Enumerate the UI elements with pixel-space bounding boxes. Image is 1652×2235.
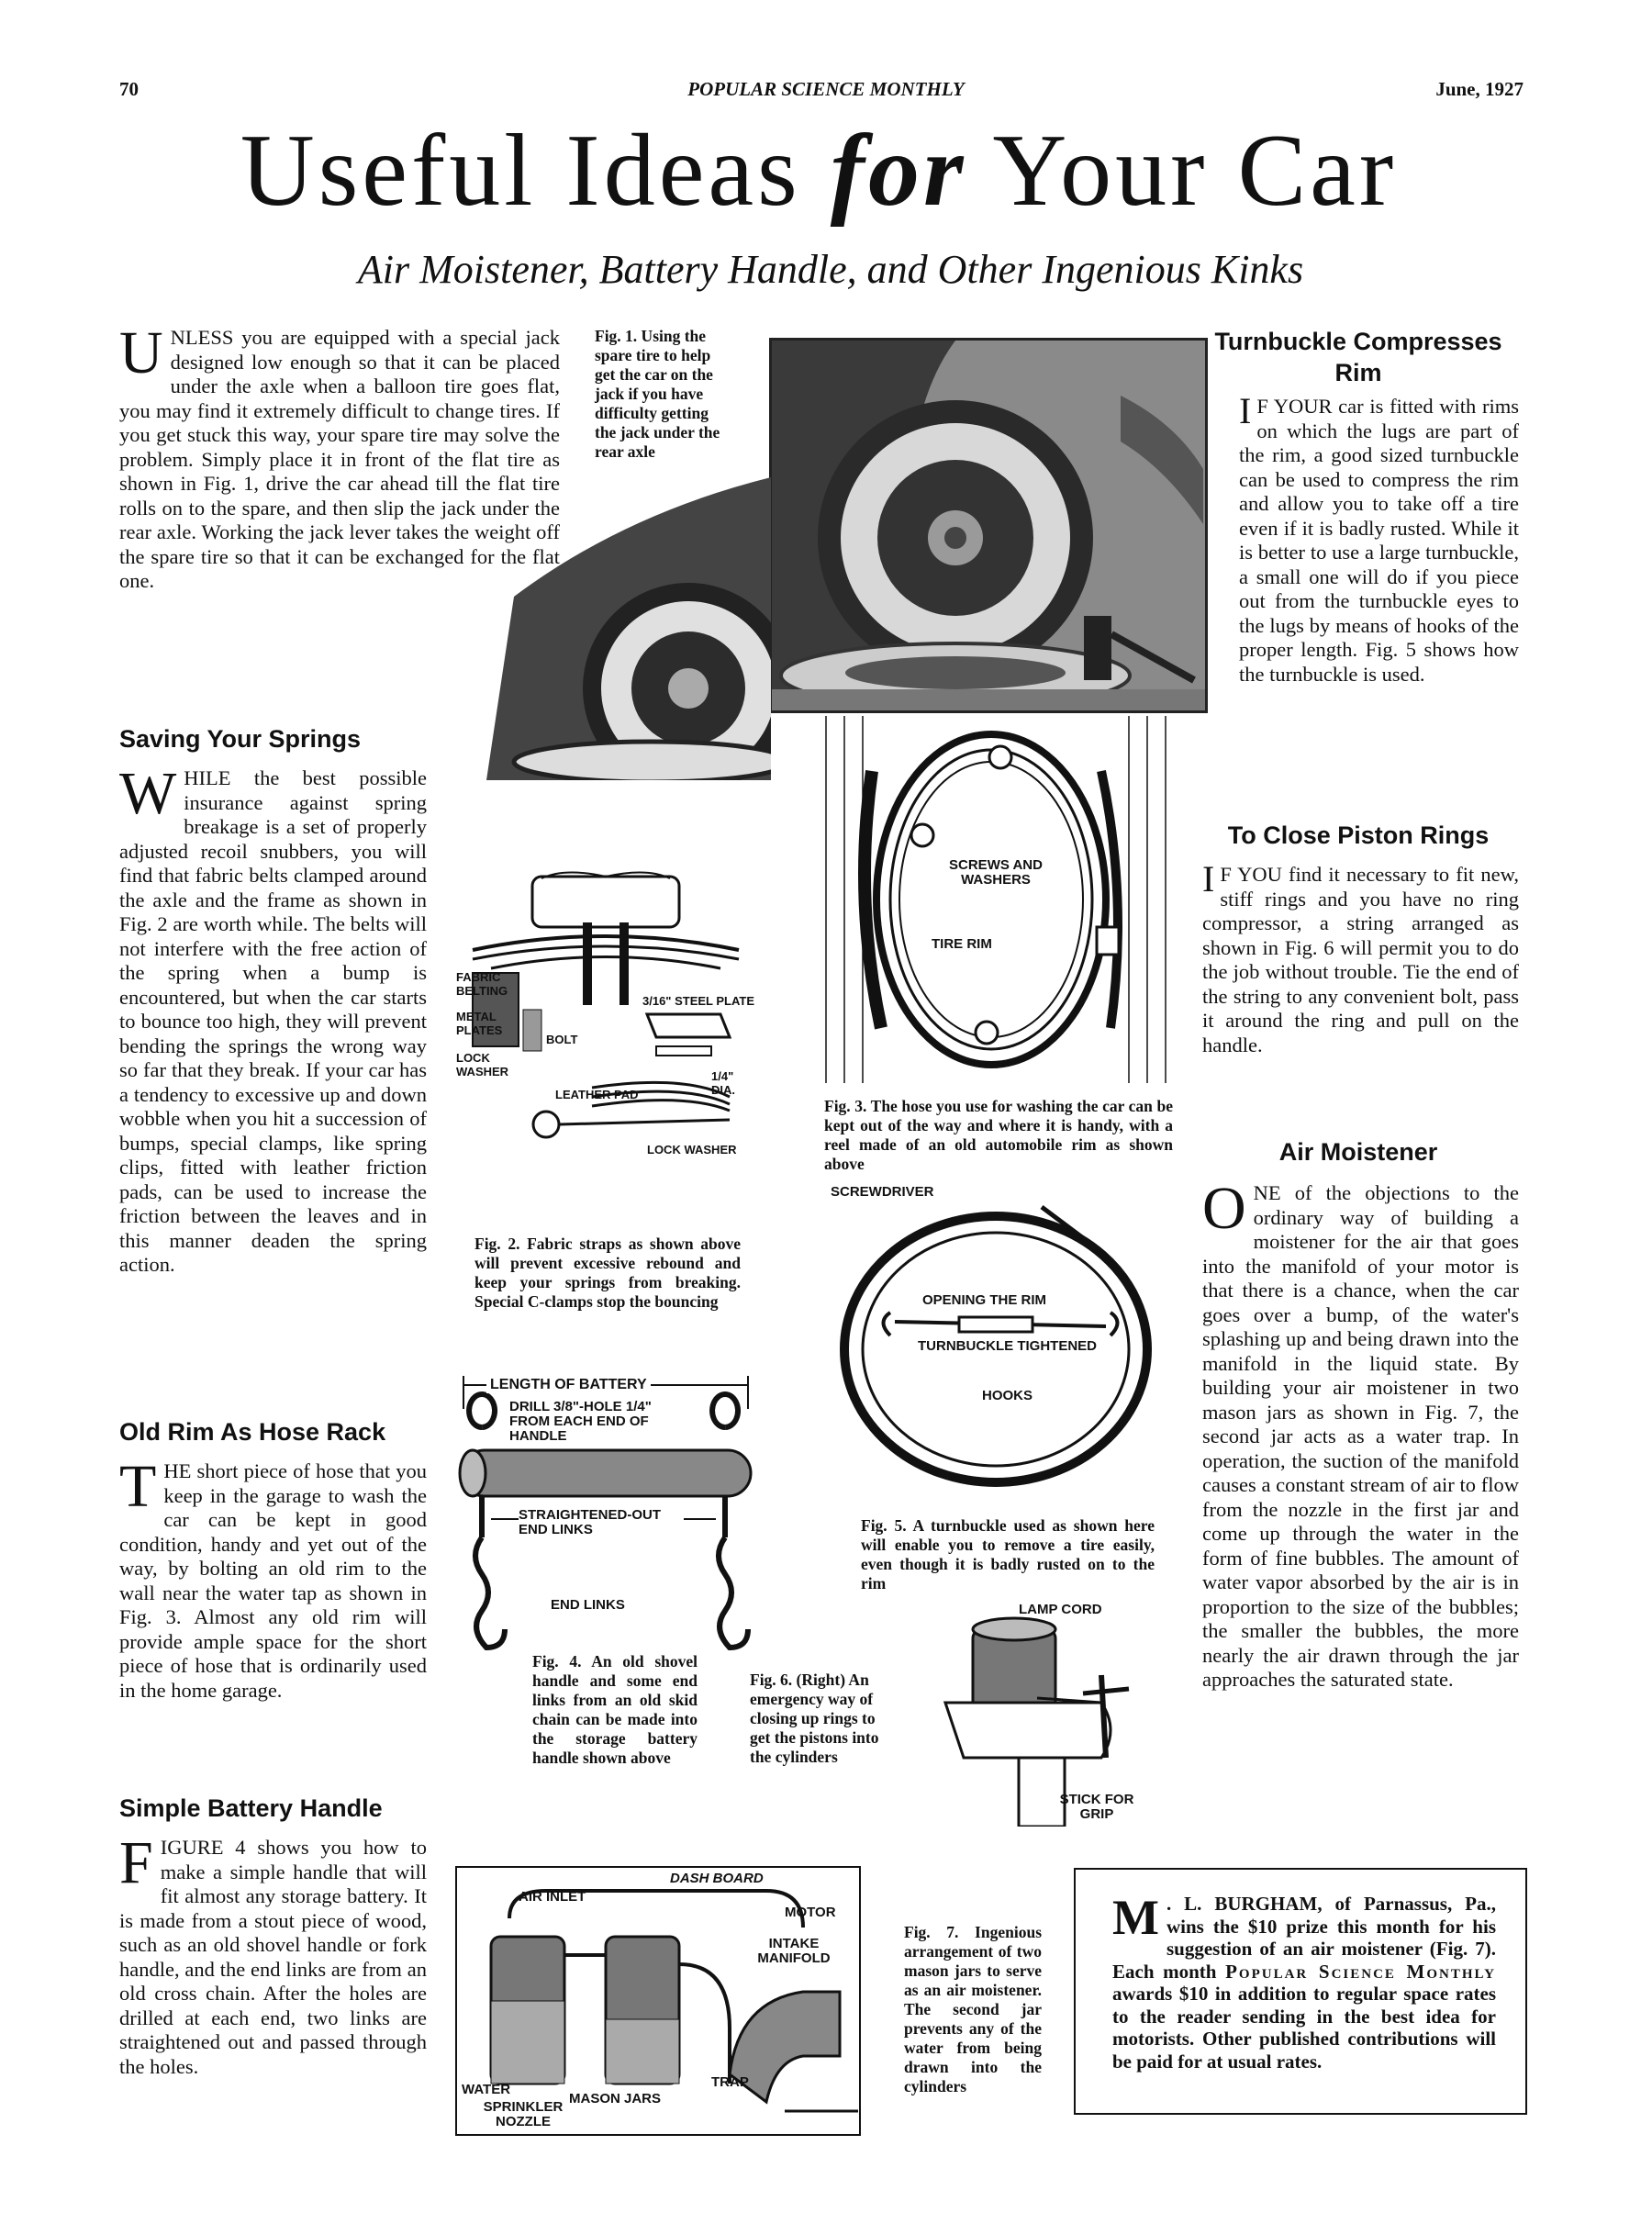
magazine-name: POPULAR SCIENCE MONTHLY — [687, 78, 965, 100]
label-lock-washer: LOCK WASHER — [456, 1051, 509, 1078]
label-hooks: HOOKS — [982, 1388, 1033, 1403]
prize-box: M. L. BURGHAM, of Parnassus, Pa., wins t… — [1074, 1868, 1527, 2115]
fig2-caption: Fig. 2. Fabric straps as shown above wil… — [474, 1235, 741, 1311]
label-dash-board: DASH BOARD — [670, 1871, 764, 1886]
fig5-drawing: SCREWDRIVER OPENING THE RIM TURNBUCKLE T… — [821, 1184, 1170, 1487]
section-heading: Saving Your Springs — [119, 725, 362, 753]
turnbuckle-text: F YOUR car is fitted with rims on which … — [1239, 395, 1519, 686]
fig6-drawing: LAMP CORD STICK FOR GRIP — [918, 1602, 1161, 1828]
drop-cap: M — [1112, 1890, 1159, 1945]
rim-text: HE short piece of hose that you keep in … — [119, 1459, 427, 1702]
label-turnbuckle-tightened: TURNBUCKLE TIGHTENED — [918, 1338, 1097, 1354]
label-drill-hole: DRILL 3/8"-HOLE 1/4" FROM EACH END OF HA… — [509, 1399, 652, 1444]
fig1-photo — [769, 338, 1208, 713]
label-sprinkler-nozzle: SPRINKLER NOZZLE — [483, 2099, 564, 2129]
drop-cap: T — [119, 1453, 157, 1520]
prize-text: M. L. BURGHAM, of Parnassus, Pa., wins t… — [1112, 1893, 1496, 2073]
drop-cap: I — [1239, 390, 1252, 431]
section-heading: Turnbuckle Compresses Rim — [1214, 328, 1502, 386]
section-heading: Old Rim As Hose Rack — [119, 1418, 386, 1446]
label-screws-washers: SCREWS AND WASHERS — [949, 857, 1043, 888]
section-heading: Air Moistener — [1278, 1138, 1438, 1166]
fig6-caption: Fig. 6. (Right) An emergency way of clos… — [750, 1671, 879, 1766]
label-leather-pad: LEATHER PAD — [555, 1088, 639, 1101]
section-heading: To Close Piston Rings — [1227, 821, 1490, 849]
label-bolt: BOLT — [546, 1033, 578, 1046]
drop-cap: W — [119, 760, 177, 827]
battery-text: IGURE 4 shows you how to make a simple h… — [119, 1836, 427, 2078]
fig4-drawing: LENGTH OF BATTERY DRILL 3/8"-HOLE 1/4" F… — [454, 1372, 757, 1666]
drop-cap: U — [119, 319, 163, 386]
label-length-battery: LENGTH OF BATTERY — [486, 1377, 651, 1393]
drop-cap: O — [1202, 1175, 1246, 1242]
title-word: Ideas — [565, 114, 801, 228]
prize-magazine-name: Popular Science Monthly — [1225, 1960, 1496, 1983]
label-trap: TRAP — [711, 2074, 749, 2090]
issue-date: June, 1927 — [1435, 78, 1524, 100]
fig3-drawing: SCREWS AND WASHERS TIRE RIM — [817, 716, 1175, 1083]
fig1-caption: Fig. 1. Using the spare tire to help get… — [595, 327, 720, 461]
label-tire-rim: TIRE RIM — [932, 936, 992, 952]
label-air-inlet: AIR INLET — [519, 1889, 586, 1905]
page-number: 70 — [119, 78, 139, 100]
label-stick-grip: STICK FOR GRIP — [1059, 1792, 1134, 1822]
fig4-caption: Fig. 4. An old shovel handle and some en… — [532, 1652, 698, 1767]
label-lock-washer-2: LOCK WASHER — [647, 1143, 737, 1157]
title-word: for — [830, 114, 967, 228]
springs-text: HILE the best possible insurance against… — [119, 766, 427, 1276]
label-water: WATER — [462, 2082, 511, 2097]
intro-text: NLESS you are equipped with a special ja… — [119, 326, 560, 592]
fig5-caption: Fig. 5. A turnbuckle used as shown here … — [861, 1516, 1155, 1592]
fig2-drawing: FABRIC BELTING METAL PLATES LOCK WASHER … — [454, 867, 757, 1189]
title-word: Your — [992, 114, 1209, 228]
fig1-photo-detail — [459, 477, 794, 794]
drop-cap: I — [1202, 858, 1215, 900]
air-text: NE of the objections to the ordinary way… — [1202, 1181, 1519, 1691]
section-heading: Simple Battery Handle — [119, 1794, 383, 1822]
label-screwdriver: SCREWDRIVER — [831, 1184, 934, 1200]
label-lamp-cord: LAMP CORD — [1019, 1602, 1102, 1617]
drop-cap: F — [119, 1829, 153, 1896]
title-word: Car — [1237, 114, 1398, 228]
label-straightened-links: STRAIGHTENED-OUT END LINKS — [519, 1508, 684, 1537]
label-intake-manifold: INTAKE MANIFOLD — [757, 1936, 831, 1966]
page-title: Useful Ideas for Your Car — [121, 119, 1516, 222]
prize-text-part1: . L. BURGHAM, of Parnassus, Pa., wins th… — [1112, 1893, 1496, 1983]
page-subtitle: Air Moistener, Battery Handle, and Other… — [357, 247, 1304, 292]
label-steel-plate: 3/16" STEEL PLATE — [642, 994, 754, 1008]
prize-text-part2: awards $10 in addition to regular space … — [1112, 1983, 1496, 2073]
label-end-links: END LINKS — [551, 1597, 625, 1613]
fig7-caption: Fig. 7. Ingenious arrangement of two mas… — [904, 1923, 1042, 2095]
label-fabric-belting: FABRIC BELTING — [456, 970, 508, 998]
label-motor: MOTOR — [785, 1905, 836, 1920]
title-word: Useful — [240, 114, 537, 228]
piston-text: F YOU find it necessary to fit new, stif… — [1202, 863, 1519, 1056]
label-diameter: 1/4" DIA. — [711, 1069, 735, 1097]
label-opening-rim: OPENING THE RIM — [922, 1292, 1047, 1308]
fig3-caption: Fig. 3. The hose you use for washing the… — [824, 1097, 1173, 1173]
label-mason-jars: MASON JARS — [569, 2091, 662, 2106]
label-metal-plates: METAL PLATES — [456, 1010, 503, 1037]
fig7-drawing: DASH BOARD AIR INLET MOTOR INTAKE MANIFO… — [454, 1863, 863, 2139]
